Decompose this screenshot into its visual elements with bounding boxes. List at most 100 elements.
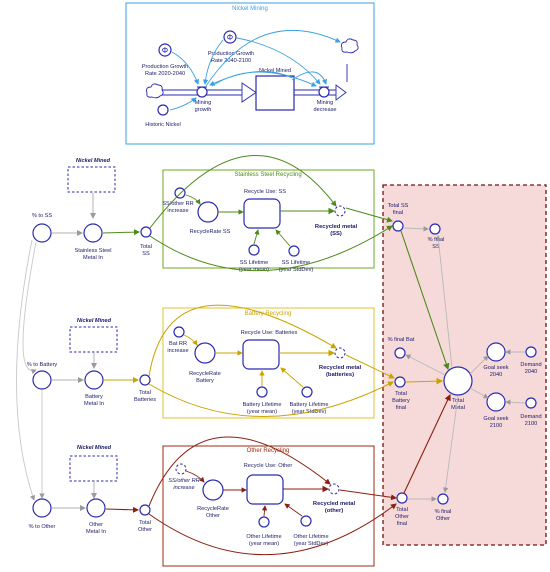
mining-growth-label-2: growth	[195, 107, 212, 113]
other-rr-label-1: SS/other RR	[168, 478, 199, 484]
final-totals: Total SS final % final SS % final Bat To…	[388, 203, 542, 527]
other-lifetime-sd-label-1: Other Lifetime	[293, 534, 328, 540]
battery-lifetime-mean-node	[256, 386, 268, 398]
growth-rate-2020-node	[158, 43, 172, 57]
recycle-rate-other-label-1: RecycleRate	[197, 506, 229, 512]
ss-lifetime-mean-label-2: (year mean)	[239, 267, 269, 273]
nickel-mined-stock	[255, 75, 295, 111]
other-lifetime-mean-node	[258, 516, 270, 528]
other-row: Nickel Mined % to Other Other Metal In T…	[29, 436, 397, 556]
total-ss-label-1: Total	[140, 244, 152, 250]
recycle-rate-battery-node	[194, 342, 216, 364]
pct-final-other-label-1: % final	[435, 509, 452, 515]
total-battery-final-label-2: Battery	[392, 398, 410, 404]
total-metal-node	[443, 366, 473, 396]
mining-decrease-label-2: decrease	[313, 107, 336, 113]
ss-nickel-mined-ghost	[67, 166, 116, 193]
bat-rr-label-1: Bat RR	[169, 341, 187, 347]
total-ss-node	[140, 226, 152, 238]
demand-2040-node	[525, 346, 537, 358]
demand-2040-label-2: 2040	[525, 369, 537, 375]
other-lifetime-sd-node	[300, 515, 312, 527]
nickel-mining-model: Nickel Mined Mining growth Mining decrea…	[142, 30, 359, 128]
recycle-use-other-label: Recycle Use: Other	[244, 463, 293, 469]
ss-lifetime-sd-label-2: (year StdDev)	[279, 267, 314, 273]
bat-rr-node	[173, 326, 185, 338]
recycled-metal-battery-node	[334, 347, 346, 359]
goal-2100-label-1: Goal seek	[483, 416, 508, 422]
historic-nickel-label: Historic Nickel	[145, 122, 180, 128]
ss-metal-in-node	[83, 223, 103, 243]
ss-lifetime-mean-node	[248, 244, 260, 256]
total-other-node	[139, 504, 151, 516]
pct-to-other-label: % to Other	[29, 524, 56, 530]
goal-2040-label-2: 2040	[490, 372, 502, 378]
total-other-final-label-2: Other	[395, 514, 409, 520]
other-lifetime-sd-label-2: (year StdDev)	[294, 541, 329, 547]
growth-2040-label-1: Production Growth	[208, 51, 254, 57]
pct-final-ss-label-1: % final	[428, 237, 445, 243]
battery-recycling-section	[162, 307, 375, 419]
other-lifetime-mean-label-1: Other Lifetime	[246, 534, 281, 540]
battery-nickel-mined-ghost	[69, 326, 118, 353]
total-other-label-2: Other	[138, 527, 152, 533]
demand-2100-node	[525, 397, 537, 409]
section-title-ss-recycling: Stainless Steel Recycling	[234, 172, 301, 178]
other-lifetime-mean-label-2: (year mean)	[249, 541, 279, 547]
total-other-label-1: Total	[139, 520, 151, 526]
ss-other-rr-label-2: increase	[167, 208, 188, 214]
recycle-rate-battery-label-1: RecycleRate	[189, 371, 221, 377]
total-other-final-label-1: Total	[396, 507, 408, 513]
pct-final-other-label-2: Other	[436, 516, 450, 522]
ss-metal-in-label-2: Metal In	[83, 255, 103, 261]
recycled-metal-other-node	[328, 483, 340, 495]
pct-to-battery-label: % to Battery	[27, 362, 58, 368]
total-battery-final-label-1: Total	[395, 391, 407, 397]
nickel-mining-section	[125, 2, 375, 145]
recycled-metal-ss-node	[334, 205, 346, 217]
battery-metal-in-label-1: Battery	[85, 394, 103, 400]
goal-seek-2100-node	[486, 392, 506, 412]
recycle-use-ss-box	[243, 198, 281, 229]
recycled-ss-label-1: Recycled metal	[315, 224, 358, 230]
battery-lifetime-mean-label-1: Battery Lifetime	[243, 402, 282, 408]
other-metal-in-label-2: Metal In	[86, 529, 106, 535]
recycle-rate-ss-node	[197, 201, 219, 223]
section-title-other-recycling: Other Recycling	[247, 448, 290, 454]
section-title-battery-recycling: Battery Recycling	[245, 311, 292, 317]
total-battery-final-label-3: final	[396, 405, 406, 411]
demand-2040-label-1: Demand	[520, 362, 541, 368]
demand-2100-label-1: Demand	[520, 414, 541, 420]
recycle-use-battery-label: Recycle Use: Batteries	[241, 330, 298, 336]
growth-2020-label-2: Rate 2020-2040	[145, 71, 185, 77]
phi-icon: Φ	[162, 46, 168, 55]
other-ghost-label: Nickel Mined	[77, 445, 112, 451]
growth-rate-2040-node	[223, 30, 237, 44]
pct-to-ss-label: % to SS	[32, 213, 52, 219]
recycle-use-other-box	[246, 474, 284, 505]
ss-other-rr-label-1: SS/other RR	[162, 201, 193, 207]
recycle-rate-battery-label-2: Battery	[196, 378, 214, 384]
total-ss-final-node	[392, 220, 404, 232]
ss-ghost-label: Nickel Mined	[76, 158, 111, 164]
total-batteries-label-2: Batteries	[134, 397, 156, 403]
recycle-rate-other-label-2: Other	[206, 513, 220, 519]
recycle-rate-ss-label: RecycleRate SS	[190, 229, 231, 235]
recycle-use-ss-label: Recycle Use: SS	[244, 189, 286, 195]
pct-final-ss-label-2: SS	[432, 244, 440, 250]
other-nickel-mined-ghost	[69, 455, 118, 482]
other-metal-in-node	[86, 498, 106, 518]
other-rr-label-2: increase	[173, 485, 194, 491]
pct-to-battery-node	[32, 370, 52, 390]
ss-lifetime-sd-node	[288, 245, 300, 257]
total-batteries-node	[139, 374, 151, 386]
recycled-battery-label-2: (batteries)	[326, 372, 354, 378]
stainless-steel-recycling-section	[162, 169, 375, 269]
total-ss-final-label-1: Total SS	[388, 203, 409, 209]
recycle-rate-other-node	[202, 479, 224, 501]
ss-row: Nickel Mined % to SS Stainless Steel Met…	[32, 155, 393, 273]
total-batteries-label-1: Total	[139, 390, 151, 396]
goal-2100-label-2: 2100	[490, 423, 502, 429]
total-other-final-node	[396, 492, 408, 504]
total-metal-label-1: Total	[452, 398, 464, 404]
